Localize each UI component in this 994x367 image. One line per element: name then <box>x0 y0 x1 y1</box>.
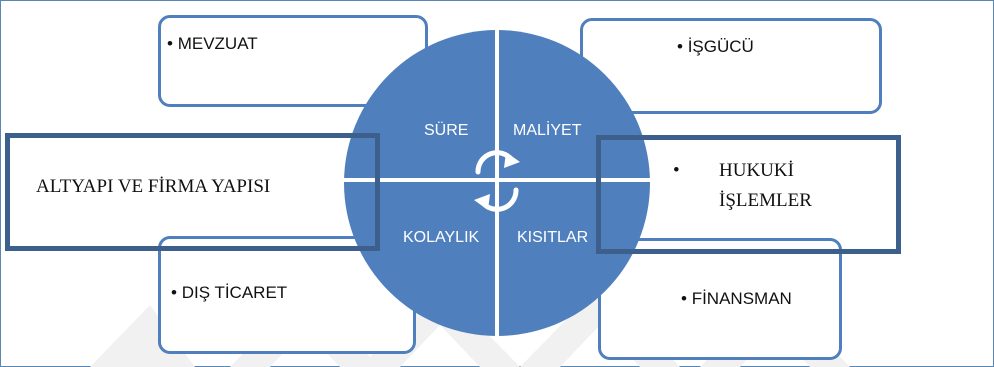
dis-ticaret-label: DIŞ TİCARET <box>181 283 288 302</box>
bullet: • <box>681 289 687 308</box>
isgucu-box: • İŞGÜCÜ <box>580 18 882 114</box>
hukuki-label-line1: HUKUKİ <box>719 160 794 181</box>
finansman-label: FİNANSMAN <box>691 289 792 308</box>
quadrant-sure-label: SÜRE <box>424 121 468 139</box>
bullet: • <box>167 34 173 53</box>
bullet: • <box>673 160 680 181</box>
altyapi-box: ALTYAPI VE FİRMA YAPISI <box>5 133 380 251</box>
altyapi-label: ALTYAPI VE FİRMA YAPISI <box>36 176 271 197</box>
finansman-box: • FİNANSMAN <box>598 238 842 360</box>
quadrant-kolaylik-label: KOLAYLIK <box>403 229 480 246</box>
quadrant-kisitlar-label: KISITLAR <box>517 229 588 246</box>
isgucu-label: İŞGÜCÜ <box>687 37 754 56</box>
hukuki-box: • HUKUKİ İŞLEMLER <box>596 135 901 254</box>
cycle-arrows-icon <box>474 150 520 212</box>
hukuki-label-line2: İŞLEMLER <box>719 190 812 211</box>
bullet: • <box>171 283 177 302</box>
quadrant-maliyet-label: MALİYET <box>513 120 582 139</box>
bullet: • <box>677 37 683 56</box>
mevzuat-label: MEVZUAT <box>177 34 258 53</box>
